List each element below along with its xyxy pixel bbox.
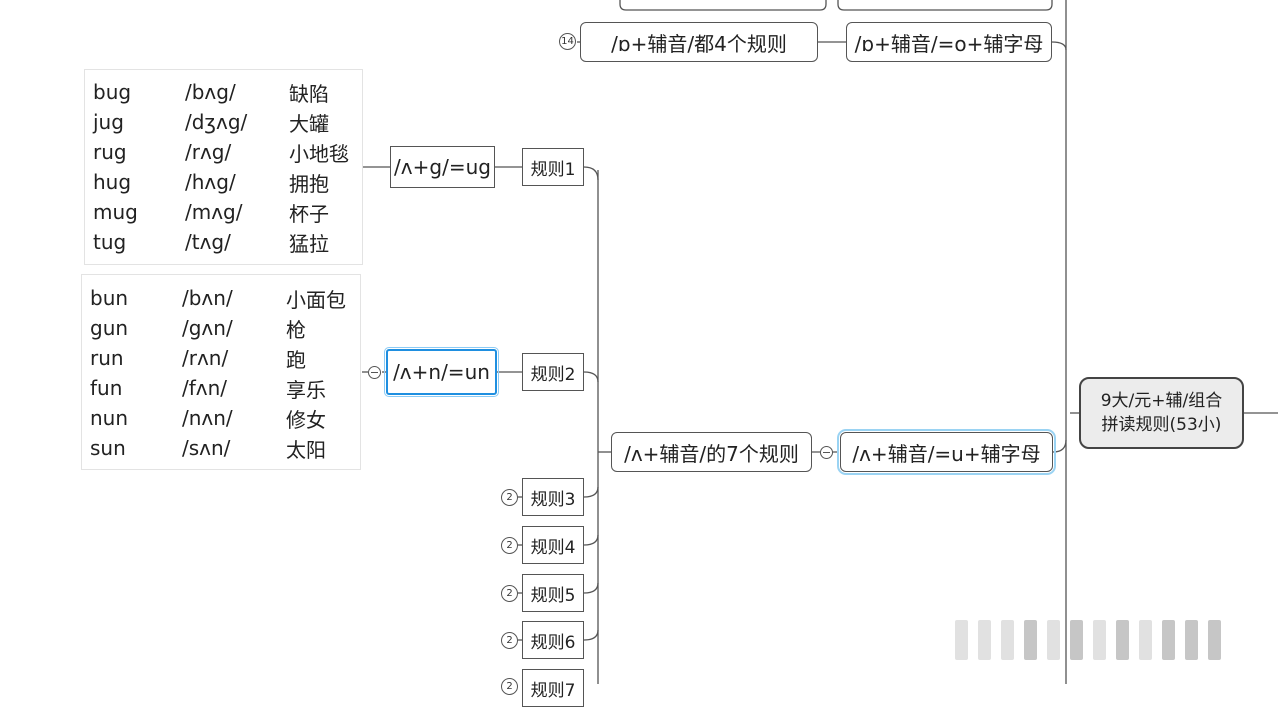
rule-5[interactable]: 规则5 [522, 574, 584, 612]
partial-topic-top-left[interactable] [620, 0, 826, 10]
note-un-words: bun /bʌn/ 小面包 gun /gʌn/ 枪 run /rʌn/ 跑 fu… [81, 274, 361, 470]
word: rug [93, 140, 127, 164]
phonetic: /rʌg/ [185, 140, 232, 164]
meaning: 修女 [286, 407, 326, 432]
root-topic[interactable]: 9大/元+辅/组合 拼读规则(53小) [1079, 377, 1244, 449]
meaning: 猛拉 [289, 231, 329, 256]
topic-ug[interactable]: /ʌ+g/=ug [390, 146, 495, 188]
phonetic: /fʌn/ [182, 376, 228, 400]
root-title-line1: 9大/元+辅/组合 [1100, 391, 1223, 411]
count-badge-rule5[interactable]: 2 [501, 585, 518, 602]
topic-u-plus-consonant[interactable]: /ʌ+辅音/=u+辅字母 [837, 429, 1056, 475]
count-badge-rule3[interactable]: 2 [501, 489, 518, 506]
word: gun [90, 316, 129, 340]
rule-2[interactable]: 规则2 [522, 353, 584, 391]
count-badge-rule7[interactable]: 2 [501, 678, 518, 695]
rule-4[interactable]: 规则4 [522, 526, 584, 564]
meaning: 跑 [286, 347, 306, 372]
count-badge-rule6[interactable]: 2 [501, 632, 518, 649]
partial-topic-top-right[interactable] [838, 0, 1052, 10]
word: tug [93, 230, 127, 254]
meaning: 杯子 [289, 201, 329, 226]
word-row: rug /rʌg/ 小地毯 [93, 137, 362, 167]
topic-un[interactable]: /ʌ+n/=un [384, 347, 499, 397]
phonetic: /bʌn/ [182, 286, 233, 310]
meaning: 枪 [286, 317, 306, 342]
phonetic: /hʌg/ [185, 170, 236, 194]
rule-7[interactable]: 规则7 [522, 669, 584, 707]
word: run [90, 346, 124, 370]
meaning: 小地毯 [289, 141, 349, 166]
word-row: bun /bʌn/ 小面包 [90, 283, 360, 313]
count-badge-rule4[interactable]: 2 [501, 537, 518, 554]
rule-6[interactable]: 规则6 [522, 621, 584, 659]
word-row: jug /dʒʌg/ 大罐 [93, 107, 362, 137]
rule-1[interactable]: 规则1 [522, 148, 584, 186]
word: fun [90, 376, 123, 400]
meaning: 缺陷 [289, 81, 329, 106]
meaning: 小面包 [286, 287, 346, 312]
word: hug [93, 170, 132, 194]
word: bun [90, 286, 129, 310]
watermark [955, 620, 1275, 664]
meaning: 大罐 [289, 111, 329, 136]
word-row: sun /sʌn/ 太阳 [90, 433, 360, 463]
word: nun [90, 406, 129, 430]
phonetic: /dʒʌg/ [185, 110, 248, 134]
topic-u-consonant-rules[interactable]: /ʌ+辅音/的7个规则 [611, 432, 812, 472]
rule-3[interactable]: 规则3 [522, 478, 584, 516]
word-row: run /rʌn/ 跑 [90, 343, 360, 373]
root-title-line2: 拼读规则(53小) [1101, 415, 1222, 435]
phonetic: /gʌn/ [182, 316, 233, 340]
word-row: mug /mʌg/ 杯子 [93, 197, 362, 227]
phonetic: /nʌn/ [182, 406, 233, 430]
phonetic: /tʌg/ [185, 230, 231, 254]
phonetic: /rʌn/ [182, 346, 229, 370]
word-row: tug /tʌg/ 猛拉 [93, 227, 362, 257]
phonetic: /bʌg/ [185, 80, 236, 104]
phonetic: /sʌn/ [182, 436, 231, 460]
meaning: 拥抱 [289, 171, 329, 196]
word: jug [93, 110, 124, 134]
count-badge-14[interactable]: 14 [559, 33, 576, 50]
word: bug [93, 80, 132, 104]
word-row: gun /gʌn/ 枪 [90, 313, 360, 343]
phonetic: /mʌg/ [185, 200, 243, 224]
word-row: fun /fʌn/ 享乐 [90, 373, 360, 403]
word-row: nun /nʌn/ 修女 [90, 403, 360, 433]
note-ug-words: bug /bʌg/ 缺陷 jug /dʒʌg/ 大罐 rug /rʌg/ 小地毯… [84, 69, 363, 265]
word-row: hug /hʌg/ 拥抱 [93, 167, 362, 197]
collapse-toggle-main[interactable] [820, 446, 833, 459]
topic-o-consonant-rules[interactable]: /ɒ+辅音/都4个规则 [580, 22, 818, 62]
meaning: 享乐 [286, 377, 326, 402]
word-row: bug /bʌg/ 缺陷 [93, 77, 362, 107]
word: mug [93, 200, 138, 224]
meaning: 太阳 [286, 437, 326, 462]
word: sun [90, 436, 126, 460]
topic-o-plus-consonant[interactable]: /ɒ+辅音/=o+辅字母 [846, 22, 1052, 62]
collapse-toggle-rule2[interactable] [368, 366, 381, 379]
